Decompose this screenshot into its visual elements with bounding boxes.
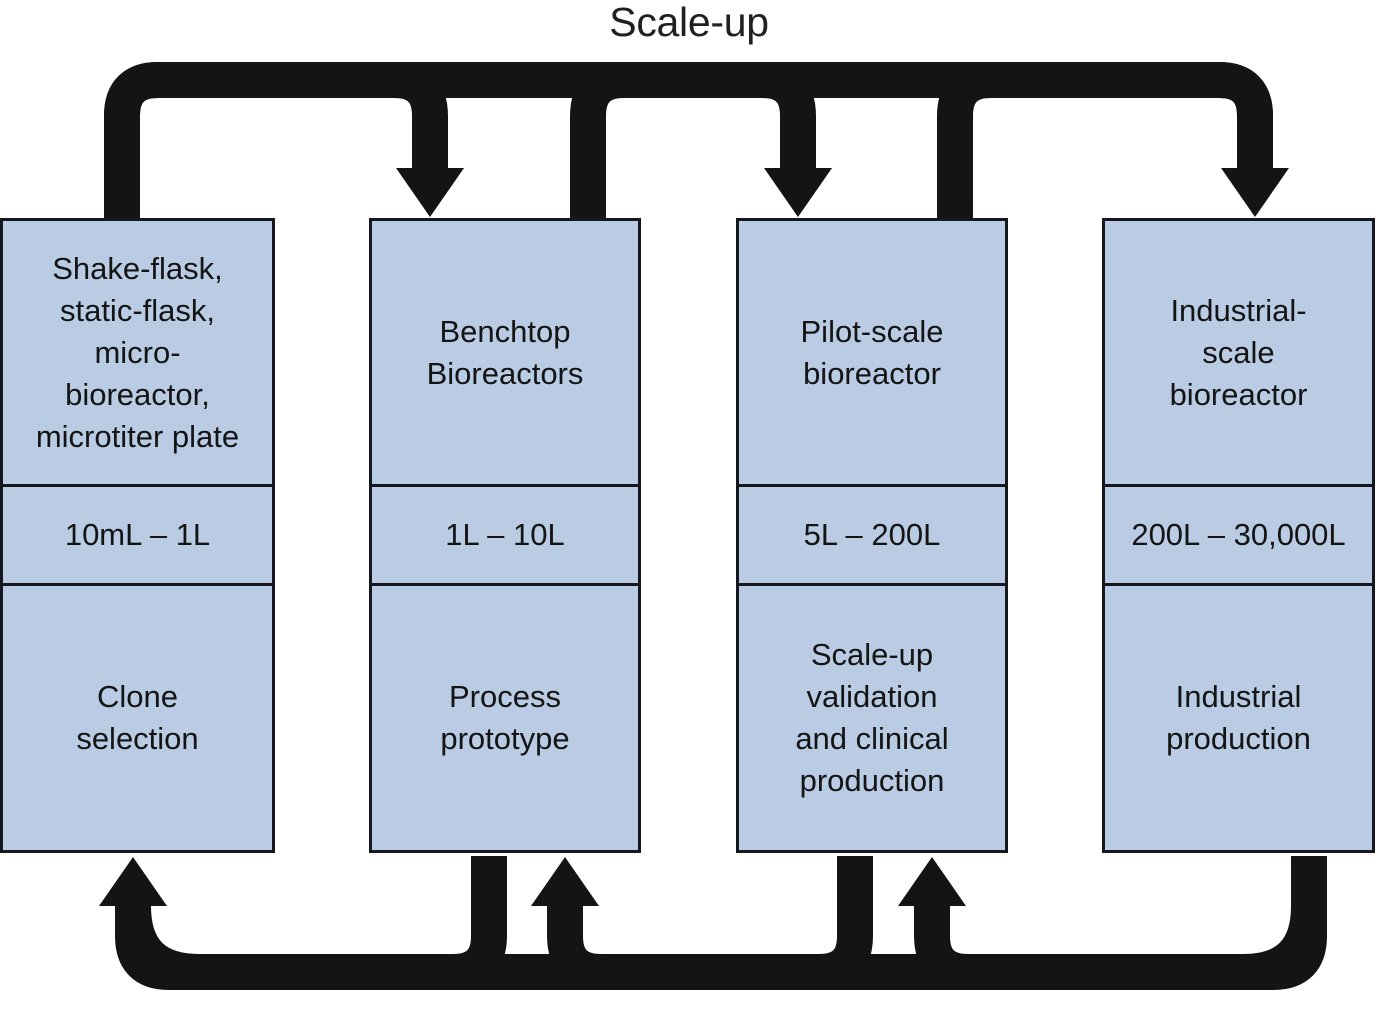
purpose-cell-4: Industrial production: [1102, 583, 1375, 853]
return-arrow-group: [99, 856, 1327, 990]
return-arrow-3-body: [914, 856, 1327, 990]
stage-column-2[interactable]: Benchtop Bioreactors 1L – 10L Process pr…: [369, 218, 641, 856]
volume-cell-1: 10mL – 1L: [0, 484, 275, 586]
forward-arrow-1-body: [104, 62, 448, 218]
purpose-cell-2: Process prototype: [369, 583, 641, 853]
volume-cell-2: 1L – 10L: [369, 484, 641, 586]
return-arrow-2-body: [547, 856, 873, 990]
forward-arrow-2-body: [570, 62, 816, 218]
return-arrow-2-head: [531, 857, 599, 906]
purpose-cell-3: Scale-up validation and clinical product…: [736, 583, 1008, 853]
purpose-cell-1: Clone selection: [0, 583, 275, 853]
forward-arrow-group: [104, 62, 1289, 218]
stage-column-3[interactable]: Pilot-scale bioreactor 5L – 200L Scale-u…: [736, 218, 1008, 856]
vessel-cell-2: Benchtop Bioreactors: [369, 218, 641, 487]
stage-column-4[interactable]: Industrial- scale bioreactor 200L – 30,0…: [1102, 218, 1375, 856]
forward-arrow-1-head: [396, 168, 464, 217]
forward-arrow-3-body: [937, 62, 1273, 218]
return-arrow-3-head: [898, 857, 966, 906]
volume-cell-4: 200L – 30,000L: [1102, 484, 1375, 586]
vessel-cell-1: Shake-flask, static-flask, micro- biorea…: [0, 218, 275, 487]
vessel-cell-3: Pilot-scale bioreactor: [736, 218, 1008, 487]
forward-arrow-3-head: [1221, 168, 1289, 217]
volume-cell-3: 5L – 200L: [736, 484, 1008, 586]
return-arrow-1-body: [115, 856, 507, 990]
return-arrow-1-head: [99, 857, 167, 906]
vessel-cell-4: Industrial- scale bioreactor: [1102, 218, 1375, 487]
forward-arrow-main-rail: [104, 62, 1273, 117]
stage-column-1[interactable]: Shake-flask, static-flask, micro- biorea…: [0, 218, 275, 856]
diagram-title: Scale-up: [609, 0, 769, 45]
forward-arrow-2-head: [764, 168, 832, 217]
return-arrow-main-rail: [115, 905, 1327, 990]
